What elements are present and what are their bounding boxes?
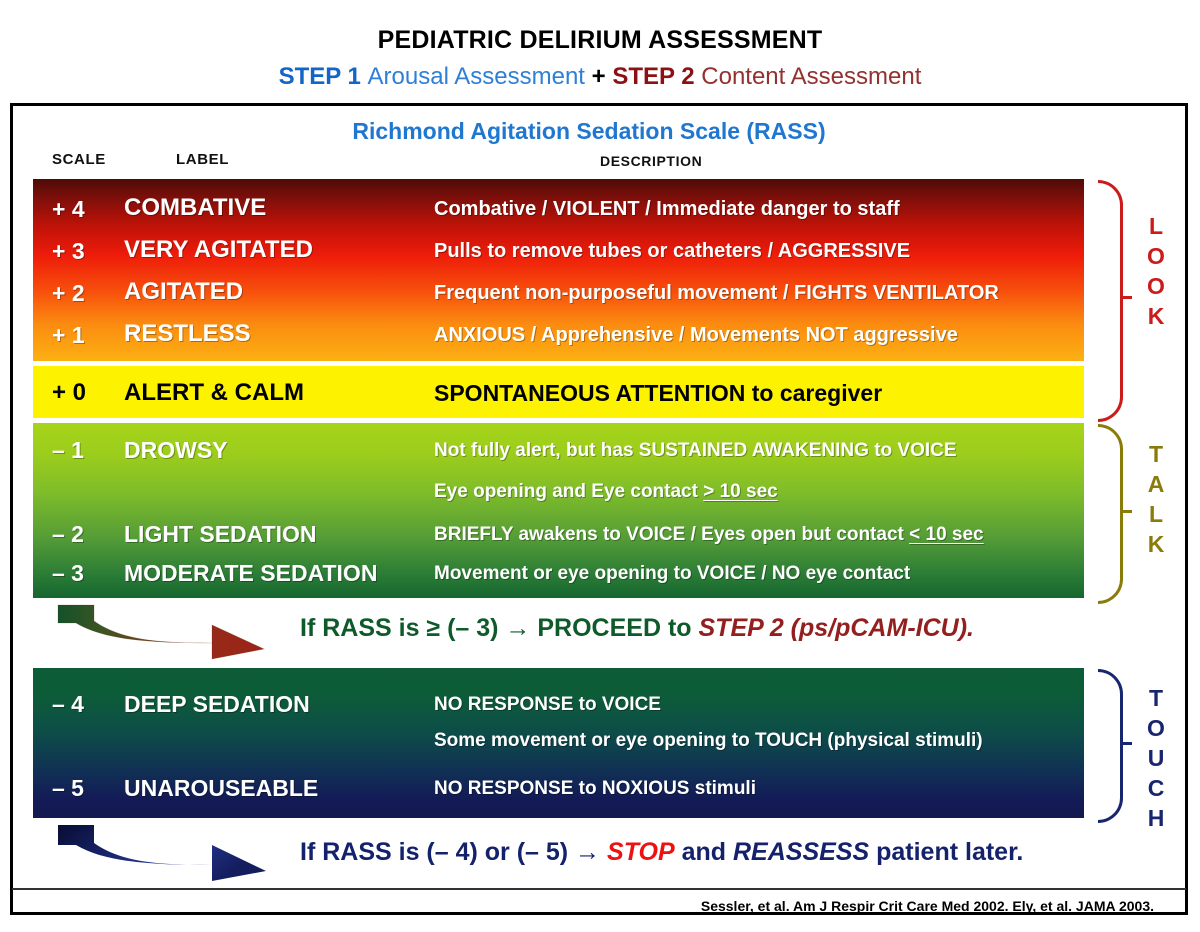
row-description: NO RESPONSE to NOXIOUS stimuli <box>434 778 756 799</box>
brace-letter: A <box>1147 470 1165 497</box>
row-label: LIGHT SEDATION <box>124 521 317 547</box>
step2-light-label: Content Assessment <box>701 63 922 90</box>
brace-letter: C <box>1147 774 1165 801</box>
page-title: PEDIATRIC DELIRIUM ASSESSMENT <box>377 26 823 54</box>
proceed-callout: If RASS is ≥ (– 3) → PROCEED to STEP 2 (… <box>300 614 1160 643</box>
page-subtitle: STEP 1 Arousal Assessment + STEP 2 Conte… <box>0 63 1200 91</box>
agitation-band <box>33 179 1084 361</box>
row-label: ALERT & CALM <box>124 379 304 406</box>
row-description: NO RESPONSE to VOICE <box>434 694 661 715</box>
brace-letter: O <box>1147 272 1165 299</box>
row-scale: – 1 <box>52 437 84 463</box>
rass-scale-title: Richmond Agitation Sedation Scale (RASS) <box>352 118 826 144</box>
stop-callout-navy-text: If RASS is (– 4) or (– 5) → <box>300 838 608 866</box>
row-label: MODERATE SEDATION <box>124 560 378 586</box>
stop-callout-tail-text: patient later. <box>869 838 1024 866</box>
row-description-secondary-prefix: Eye opening and Eye contact <box>434 481 704 502</box>
row-description-secondary-underlined: > 10 sec <box>703 481 778 502</box>
brace-label-talk: T A L K <box>1130 440 1182 560</box>
step1-light-label: Arousal Assessment <box>367 63 585 90</box>
row-description: Frequent non-purposeful movement / FIGHT… <box>434 282 999 304</box>
row-description: ANXIOUS / Apprehensive / Movements NOT a… <box>434 324 958 346</box>
row-scale: + 4 <box>52 196 85 222</box>
row-description: Combative / VIOLENT / Immediate danger t… <box>434 198 900 220</box>
brace-letter: H <box>1147 804 1165 831</box>
row-description-secondary: Some movement or eye opening to TOUCH (p… <box>434 730 983 751</box>
stop-callout-stop-text: STOP <box>607 838 675 866</box>
row-description-secondary: Eye opening and Eye contact > 10 sec <box>434 481 778 503</box>
row-label: UNAROUSEABLE <box>124 775 319 801</box>
proceed-arrow-icon <box>52 601 302 663</box>
proceed-callout-red-text: STEP 2 (ps/pCAM-ICU). <box>698 614 974 642</box>
row-scale: + 2 <box>52 280 85 306</box>
row-description: Pulls to remove tubes or catheters / AGG… <box>434 240 911 262</box>
brace-label-look: L O O K <box>1130 212 1182 332</box>
column-header-description: DESCRIPTION <box>600 153 703 169</box>
row-description: Not fully alert, but has SUSTAINED AWAKE… <box>434 440 957 461</box>
brace-letter: T <box>1148 685 1164 711</box>
brace-talk <box>1098 424 1123 604</box>
citation-text: Sessler, et al. Am J Respir Crit Care Me… <box>700 898 1154 914</box>
brace-look <box>1098 180 1123 422</box>
brace-letter: O <box>1147 714 1165 741</box>
row-label: VERY AGITATED <box>124 236 313 263</box>
brace-letter: O <box>1147 242 1165 269</box>
row-scale: + 1 <box>52 322 85 348</box>
column-header-scale: SCALE <box>52 151 106 168</box>
row-label: DEEP SEDATION <box>124 691 310 717</box>
row-scale: + 3 <box>52 238 85 264</box>
sedation-band <box>33 423 1084 598</box>
proceed-callout-green-text: If RASS is ≥ (– 3) → PROCEED to <box>300 614 699 642</box>
brace-touch-nub <box>1120 742 1132 745</box>
row-scale: – 3 <box>52 560 84 586</box>
brace-touch <box>1098 669 1123 823</box>
column-header-label: LABEL <box>176 151 229 168</box>
row-description: Movement or eye opening to VOICE / NO ey… <box>434 563 911 584</box>
row-label: DROWSY <box>124 437 228 463</box>
brace-letter: K <box>1147 302 1165 329</box>
deep-sedation-band <box>33 668 1084 818</box>
row-description: BRIEFLY awakens to VOICE / Eyes open but… <box>434 524 984 546</box>
brace-talk-nub <box>1120 510 1132 513</box>
stop-callout-reassess-text: REASSESS <box>732 838 870 866</box>
step1-strong-label: STEP 1 <box>278 63 361 90</box>
brace-letter: K <box>1147 530 1165 557</box>
brace-letter: L <box>1148 500 1164 527</box>
stop-arrow-icon <box>52 823 302 885</box>
brace-letter: U <box>1147 744 1165 771</box>
row-label: COMBATIVE <box>124 194 267 221</box>
row-description-underlined: < 10 sec <box>909 524 984 545</box>
step2-strong-label: STEP 2 <box>612 63 695 90</box>
brace-look-nub <box>1120 296 1132 299</box>
row-scale: + 0 <box>52 379 87 406</box>
row-description: SPONTANEOUS ATTENTION to caregiver <box>434 380 883 406</box>
row-scale: – 4 <box>52 691 84 717</box>
brace-letter: L <box>1148 213 1164 239</box>
alert-band <box>33 366 1084 418</box>
stop-callout-and-text: and <box>674 838 733 866</box>
row-scale: – 2 <box>52 521 84 547</box>
stop-callout: If RASS is (– 4) or (– 5) → STOP and REA… <box>300 838 1160 867</box>
row-label: RESTLESS <box>124 320 251 347</box>
plus-sign: + <box>591 63 606 90</box>
brace-letter: T <box>1148 441 1164 467</box>
row-label: AGITATED <box>124 278 244 305</box>
brace-label-touch: T O U C H <box>1130 684 1182 833</box>
row-description-text: BRIEFLY awakens to VOICE / Eyes open but… <box>434 524 910 545</box>
footer-divider <box>12 888 1186 890</box>
row-scale: – 5 <box>52 775 84 801</box>
